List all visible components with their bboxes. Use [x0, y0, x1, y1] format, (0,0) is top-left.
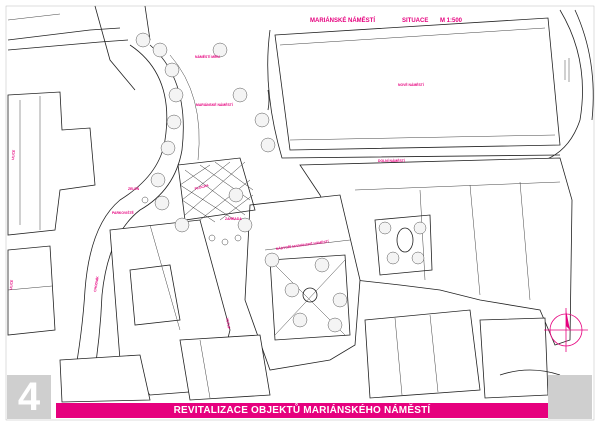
plan-scale: M 1:500 — [440, 18, 463, 24]
main-street — [69, 44, 200, 401]
tree — [332, 292, 348, 308]
label-b: MARIÁNSKÉ NÁMĚSTÍ — [196, 102, 234, 107]
tree — [150, 172, 166, 188]
north-arrow-icon — [544, 308, 588, 352]
courtyard-building — [244, 194, 361, 371]
footer-title-bar: REVITALIZACE OBJEKTŮ MARIÁNSKÉHO NÁMĚSTÍ — [56, 403, 548, 418]
label-c: NOVÉ NÁMĚSTÍ — [398, 82, 425, 87]
tree — [237, 217, 253, 233]
label-l: VSTUP — [225, 317, 231, 330]
tree — [232, 87, 248, 103]
label-h: CHODNÍK — [92, 275, 100, 292]
tree — [164, 62, 180, 78]
tree — [314, 257, 330, 273]
benches — [141, 196, 242, 246]
label-a: NÁMĚSTÍ MÍRU — [195, 54, 220, 59]
tree — [411, 251, 425, 265]
tree — [228, 187, 244, 203]
tree — [168, 87, 184, 103]
tree — [174, 217, 190, 233]
tree — [260, 137, 276, 153]
tree — [386, 251, 400, 265]
middle-building-row — [299, 157, 573, 346]
tree — [292, 312, 308, 328]
page-number: 4 — [7, 375, 51, 419]
tree — [154, 195, 170, 211]
tree — [135, 32, 151, 48]
tree — [254, 112, 270, 128]
trees — [135, 32, 427, 333]
label-k: ZAHRADA — [225, 217, 242, 221]
tree — [264, 252, 280, 268]
tree — [413, 221, 427, 235]
tree — [284, 282, 300, 298]
right-road — [544, 9, 594, 161]
tree — [327, 317, 343, 333]
right-courtyard — [374, 214, 433, 276]
label-f: ZELEŇ — [128, 186, 140, 191]
top-left-streets — [7, 5, 151, 91]
plan-situation: SITUACE — [402, 18, 428, 24]
tree — [160, 140, 176, 156]
plan-frame — [5, 5, 595, 421]
label-d: DOLNÍ NÁMĚSTÍ — [378, 158, 406, 163]
tree — [378, 221, 392, 235]
hatched-plaza — [177, 157, 256, 223]
label-i: ULICE — [11, 149, 16, 160]
label-e: PLOCHA — [194, 183, 209, 191]
label-g: PARKOVIŠTĚ — [112, 210, 135, 215]
upper-square — [267, 17, 561, 159]
tree — [212, 42, 228, 58]
lower-right-buildings — [364, 309, 561, 399]
lower-buildings — [59, 219, 271, 403]
left-buildings — [7, 91, 96, 336]
corner-panel — [548, 375, 592, 419]
plan-title: MARIÁNSKÉ NÁMĚSTÍ — [310, 16, 375, 24]
tree — [166, 114, 182, 130]
tree — [152, 42, 168, 58]
label-m: ULICE — [9, 279, 14, 290]
